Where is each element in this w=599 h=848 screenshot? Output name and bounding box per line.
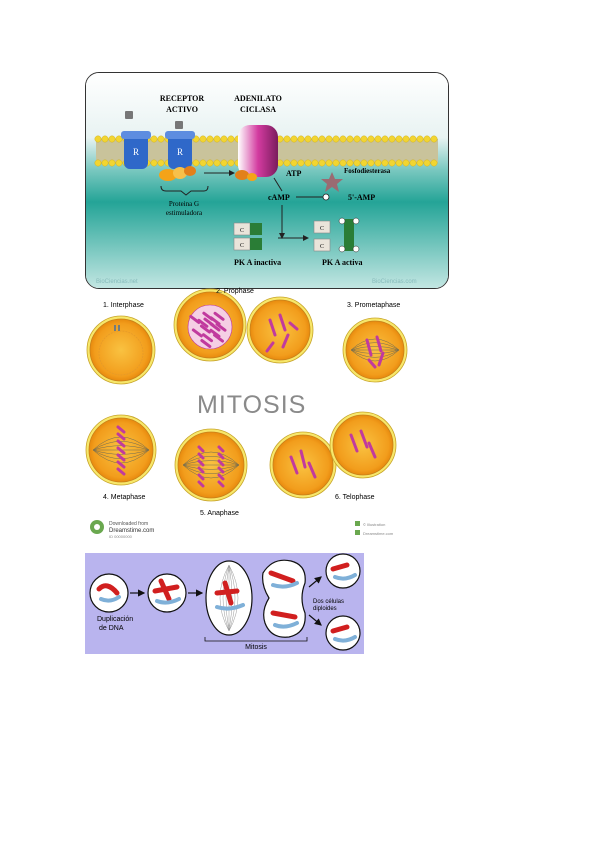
dup-label-line-2: de DNA — [99, 625, 124, 632]
fosfodiesterasa-label: Fosfodiesterasa — [344, 167, 391, 175]
pka-inactive-label: PK A inactiva — [234, 258, 281, 267]
mitosis-title: MITOSIS — [197, 391, 306, 419]
stage-prophase-label: 2. Prophase — [216, 288, 254, 295]
dreamstime-site-label: Dreamstime.com — [109, 528, 154, 534]
cell-anaphase — [262, 559, 306, 638]
cell-division-diagram: Duplicación de DNA Dos células diploides… — [89, 553, 361, 651]
pka-inactive-icon: C C — [233, 222, 262, 251]
cell-prophase-early — [173, 288, 247, 362]
stage-metaphase-label: 4. Metaphase — [103, 494, 146, 501]
footer-right-2: Dreamstime.com — [363, 531, 394, 536]
camp-pathway-figure: R R RECEPTOR ACTIVO Proteina G estimulad… — [85, 72, 449, 289]
cell-anaphase — [174, 428, 248, 502]
receptor-active: R — [165, 121, 195, 169]
pka-active-c-label-2: C — [320, 244, 324, 250]
cell-interphase — [86, 315, 156, 385]
g-protein-label: Proteina G — [169, 200, 199, 208]
phosphodiesterase-icon — [321, 172, 343, 192]
receptor-r-label: R — [133, 147, 139, 157]
footer-right-1: © Illustration — [363, 522, 385, 527]
cell-division-figure: Duplicación de DNA Dos células diploides… — [85, 553, 364, 654]
dup-label-line-1: Duplicación — [97, 616, 133, 623]
cell-after-duplication — [147, 573, 187, 613]
stage-prometaphase-label: 3. Prometaphase — [347, 302, 400, 309]
receptor-label: RECEPTOR — [160, 94, 205, 103]
adenilato-label-2: CICLASA — [240, 105, 276, 114]
arrow-down — [308, 614, 322, 626]
cell-telophase-right — [329, 411, 397, 479]
mitosis-stages-diagram: 2. Prophase 1. Interphase 3. Prometaphas… — [85, 288, 425, 540]
cell-prometaphase — [342, 317, 408, 383]
cells-label-line-1: Dos células — [313, 599, 344, 605]
cells-label-line-2: diploides — [313, 606, 337, 612]
watermark-right: BioCiencias.com — [372, 279, 417, 285]
receptor-label-2: ACTIVO — [166, 105, 198, 114]
arrow-up — [308, 576, 322, 588]
atp-label: ATP — [286, 169, 302, 178]
daughter-cell-top — [325, 553, 361, 589]
daughter-cell-bottom — [325, 615, 361, 651]
receptor-inactive: R — [121, 111, 151, 169]
g-protein-label-2: estimuladora — [166, 209, 203, 217]
downloaded-from-label: Downloaded from — [109, 521, 148, 527]
pka-active-c-label: C — [320, 226, 324, 232]
g-protein-bracket — [160, 185, 209, 196]
dreamstime-id-label: ID 00000000 — [109, 534, 133, 539]
atp-arrow — [273, 177, 283, 192]
mitosis-label: Mitosis — [245, 644, 267, 651]
camp-label: cAMP — [268, 193, 290, 202]
stage-interphase-label: 1. Interphase — [103, 302, 144, 309]
mitosis-bracket — [204, 637, 308, 642]
ligand-bound-icon — [175, 121, 183, 129]
pka-c-label-2: C — [240, 243, 244, 249]
cell-metaphase — [85, 414, 157, 486]
g-protein-icon — [159, 166, 196, 181]
adenylate-cyclase-icon — [235, 125, 278, 181]
cell-before-duplication — [89, 573, 129, 613]
cell-telophase-left — [269, 431, 337, 499]
cell-metaphase — [205, 560, 253, 636]
pka-c-label: C — [240, 228, 244, 234]
cell-prophase-late — [246, 296, 314, 364]
stage-telophase-label: 6. Telophase — [335, 494, 375, 501]
stage-anaphase-label: 5. Anaphase — [200, 510, 239, 517]
watermark-left: BioCiencias.net — [96, 279, 138, 285]
pka-active-icon: C C — [313, 217, 360, 253]
camp-molecule-icon — [322, 193, 330, 201]
mitosis-stages-figure: 2. Prophase 1. Interphase 3. Prometaphas… — [85, 285, 425, 540]
ligand-icon — [125, 111, 133, 119]
receptor-active-r-label: R — [177, 147, 183, 157]
pka-active-label: PK A activa — [322, 258, 362, 267]
dreamstime-footer — [85, 517, 425, 540]
cytosol-background — [86, 73, 448, 288]
camp-pathway-diagram: R R RECEPTOR ACTIVO Proteina G estimulad… — [86, 73, 448, 288]
adenilato-label: ADENILATO — [234, 94, 282, 103]
five-amp-label: 5'-AMP — [348, 193, 375, 202]
